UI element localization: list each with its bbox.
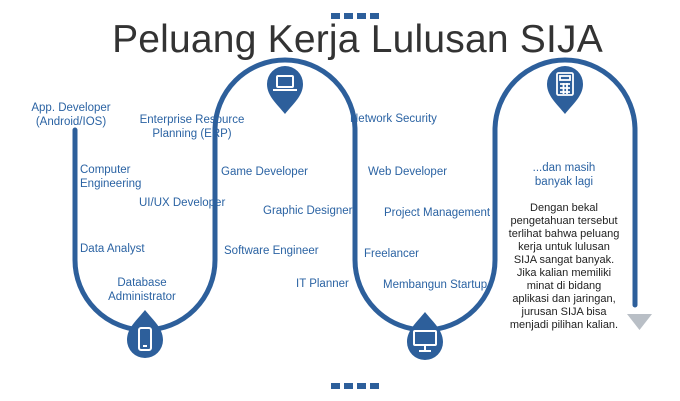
career-project-management: Project Management [384,207,491,219]
top-decoration [331,13,379,19]
laptop-icon [273,75,297,91]
career-game-developer: Game Developer [221,166,308,178]
career-graphic-designer: Graphic Designer [263,205,353,217]
smartphone-icon [138,327,152,351]
career-uiux-developer: UI/UX Developer [139,197,226,209]
career-it-planner: IT Planner [296,278,349,290]
career-freelancer: Freelancer [364,248,419,260]
bottom-decoration [331,383,379,389]
smartphone-node [127,310,163,358]
career-web-developer: Web Developer [368,166,448,178]
page-title: Peluang Kerja Lulusan SIJA [112,18,603,61]
career-computer-engineering: Computer Engineering [80,164,142,190]
career-app-developer: App. Developer (Android/IOS) [31,102,111,128]
career-erp: Enterprise Resource Planning (ERP) [139,114,245,140]
arrow-head [627,314,652,330]
description-text: Dengan bekal pengetahuan tersebut terlih… [508,202,620,331]
laptop-node [267,66,303,114]
career-membangun-startup: Membangun Startup [383,279,488,291]
monitor-node [407,312,443,360]
path-segment-1 [72,57,638,333]
monitor-icon [413,330,437,352]
calculator-icon [556,72,574,96]
career-software-engineer: Software Engineer [224,245,319,257]
career-data-analyst: Data Analyst [80,243,145,255]
more-careers-note: ...dan masih banyak lagi [532,162,596,188]
career-database-administrator: Database Administrator [108,277,176,303]
career-network-security: Network Security [350,113,437,125]
calculator-node [547,66,583,114]
